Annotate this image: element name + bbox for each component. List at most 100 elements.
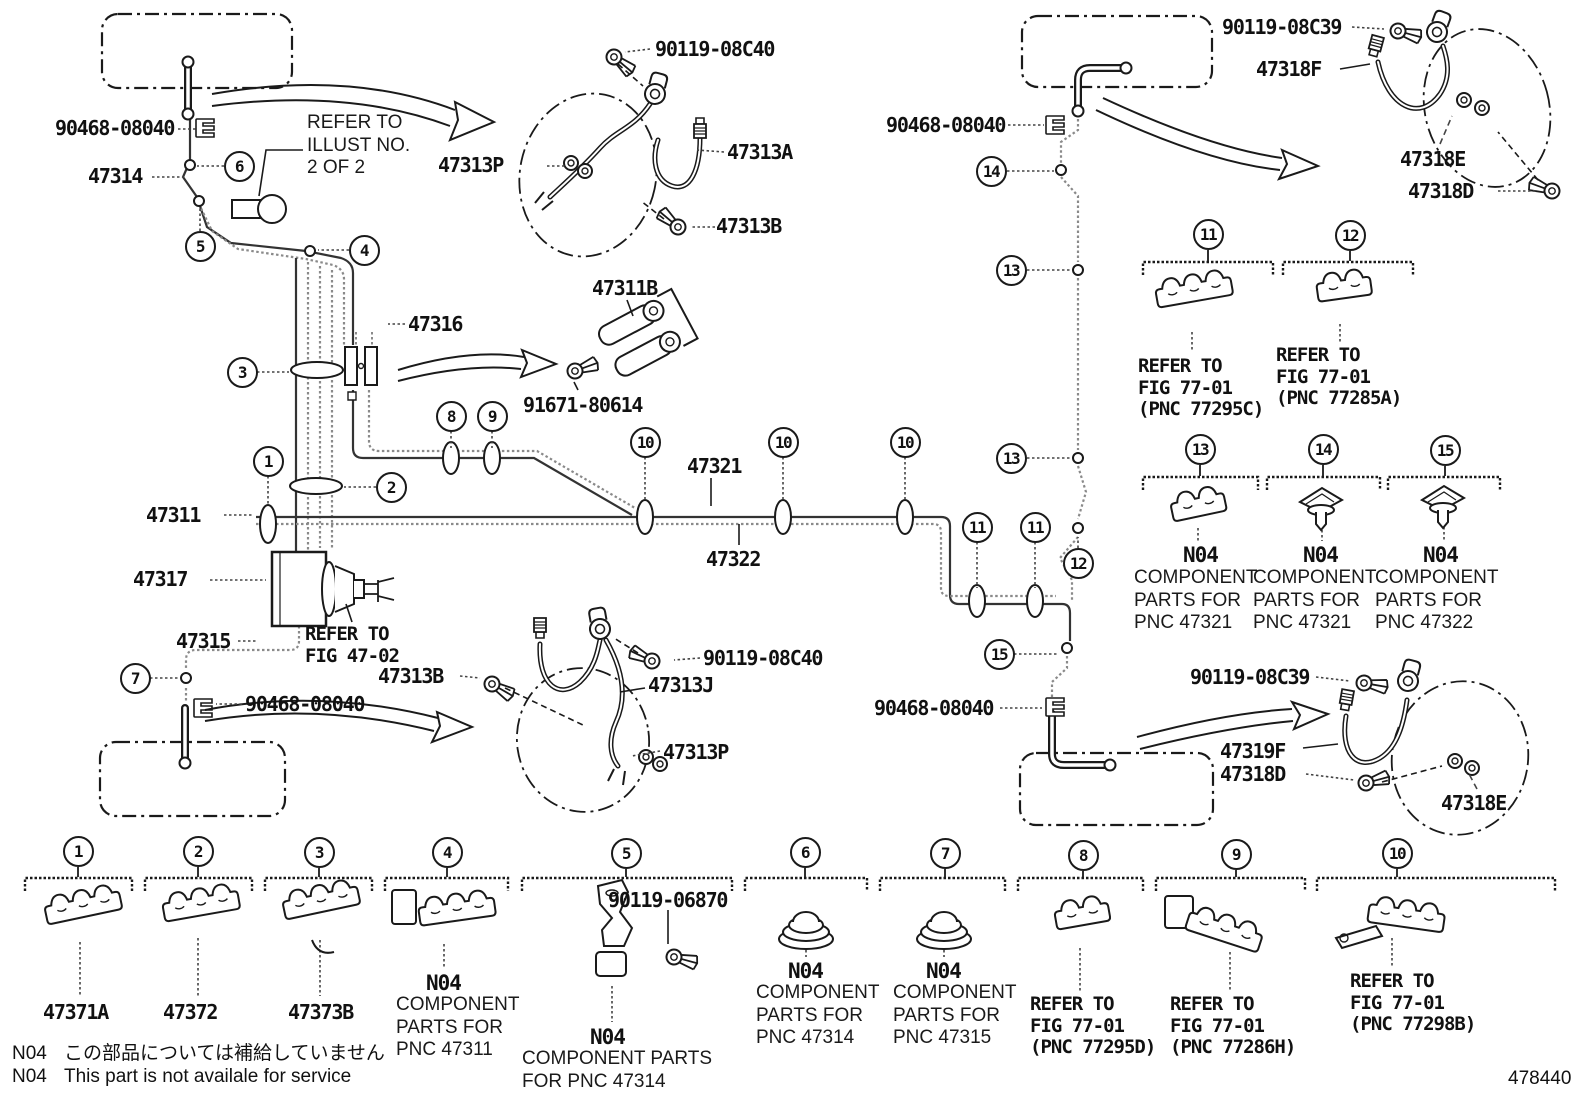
callout-13: 13 <box>995 254 1027 286</box>
part-47372: 47372 <box>163 1000 218 1024</box>
label-pointer-lines <box>345 63 1371 944</box>
tube-position-markers <box>259 361 1044 618</box>
callout-10: 10 <box>889 426 921 458</box>
callout-8: 8 <box>1067 839 1099 871</box>
direction-arrows <box>204 84 1331 750</box>
callout-11: 11 <box>1192 218 1224 250</box>
callout-1: 1 <box>62 835 94 867</box>
part-47311B: 47311B <box>592 276 658 300</box>
callout-13: 13 <box>995 442 1027 474</box>
callout-1: 1 <box>252 445 284 477</box>
callout-7: 7 <box>119 662 151 694</box>
part-47318F: 47318F <box>1256 57 1322 81</box>
n04-item-15: N04 <box>1423 543 1459 567</box>
part-47315: 47315 <box>176 629 231 653</box>
detail-item-brackets <box>23 260 1557 891</box>
callout-2: 2 <box>375 471 407 503</box>
bolt-91671-80614: 91671-80614 <box>523 393 643 417</box>
callout-5: 5 <box>610 837 642 869</box>
glyph-pointer-lines <box>79 324 1445 1022</box>
callout-10: 10 <box>629 426 661 458</box>
callout-9: 9 <box>476 400 508 432</box>
bolt-90119-08C39-bottom: 90119-08C39 <box>1190 665 1310 689</box>
brake-tube-lines <box>181 114 1088 716</box>
clip-90468-08040-bottom-right: 90468-08040 <box>874 696 994 720</box>
n04-item-4: N04 <box>426 971 462 995</box>
footnote-jp-code: N04 <box>12 1043 47 1064</box>
part-47313P-mid: 47313P <box>663 740 729 764</box>
callout-12: 12 <box>1062 547 1094 579</box>
n04-item-7: N04 <box>926 959 962 983</box>
footnote-en-code: N04 <box>12 1066 47 1087</box>
part-47313J: 47313J <box>648 673 714 697</box>
callout-leader-lines <box>150 165 1079 679</box>
bolt-90119-08C39-top: 90119-08C39 <box>1222 15 1342 39</box>
bolt-90119-06870: 90119-06870 <box>608 888 728 912</box>
detail-part-glyphs <box>41 266 1465 977</box>
part-47318D-top: 47318D <box>1408 179 1474 203</box>
bracket-stub-lines <box>77 250 1446 877</box>
callout-14: 14 <box>1307 433 1339 465</box>
part-47371A: 47371A <box>43 1000 109 1024</box>
clip-90468-08040-mid-left: 90468-08040 <box>245 692 365 716</box>
callout-15: 15 <box>1429 434 1461 466</box>
part-47318E-top: 47318E <box>1400 147 1466 171</box>
callout-2: 2 <box>182 835 214 867</box>
callout-11: 11 <box>1019 511 1051 543</box>
callout-3: 3 <box>303 836 335 868</box>
hose-assembly-47318F <box>1366 7 1563 202</box>
part-47319F: 47319F <box>1220 739 1286 763</box>
hose-assembly-47313A <box>518 45 707 258</box>
part-47322: 47322 <box>706 547 761 571</box>
part-47313B-mid: 47313B <box>378 664 444 688</box>
rubber-pipes <box>178 55 1133 772</box>
footnote-en: N04 This part is not availale for service <box>12 1066 351 1088</box>
callout-11: 11 <box>961 511 993 543</box>
part-47373B: 47373B <box>288 1000 354 1024</box>
body-outline-boxes <box>98 12 1215 827</box>
callout-3: 3 <box>226 356 258 388</box>
master-cylinder-illustration <box>270 550 395 628</box>
clip-90468-08040-top-right: 90468-08040 <box>886 113 1006 137</box>
callout-13: 13 <box>1184 433 1216 465</box>
part-47311: 47311 <box>146 503 201 527</box>
footnote-en-text: This part is not availale for service <box>64 1066 352 1087</box>
hose-assembly-47319F <box>1337 657 1530 836</box>
callout-4: 4 <box>431 836 463 868</box>
part-47318D-bottom: 47318D <box>1220 762 1286 786</box>
page-number: 478440 <box>1508 1068 1572 1089</box>
footnote-jp: N04 この部品については補給していません <box>12 1038 385 1065</box>
part-47317: 47317 <box>133 567 188 591</box>
illust-ref-component <box>231 149 303 224</box>
footnote-jp-text: この部品については補給していません <box>64 1043 385 1064</box>
callout-12: 12 <box>1334 219 1366 251</box>
callout-7: 7 <box>929 837 961 869</box>
callout-10: 10 <box>1381 837 1413 869</box>
label-leader-lines <box>152 26 1536 790</box>
callout-6: 6 <box>789 836 821 868</box>
n04-item-13: N04 <box>1183 543 1219 567</box>
callout-4: 4 <box>348 234 380 266</box>
bolt-90119-08C40-top: 90119-08C40 <box>655 37 775 61</box>
callout-5: 5 <box>184 230 216 262</box>
callout-6: 6 <box>223 150 255 182</box>
callout-14: 14 <box>975 155 1007 187</box>
part-47313P-top: 47313P <box>438 153 504 177</box>
n04-item-14: N04 <box>1303 543 1339 567</box>
connector-47316-illustration <box>344 346 378 401</box>
part-47313A: 47313A <box>727 140 793 164</box>
hose-assembly-47313J <box>480 605 668 813</box>
